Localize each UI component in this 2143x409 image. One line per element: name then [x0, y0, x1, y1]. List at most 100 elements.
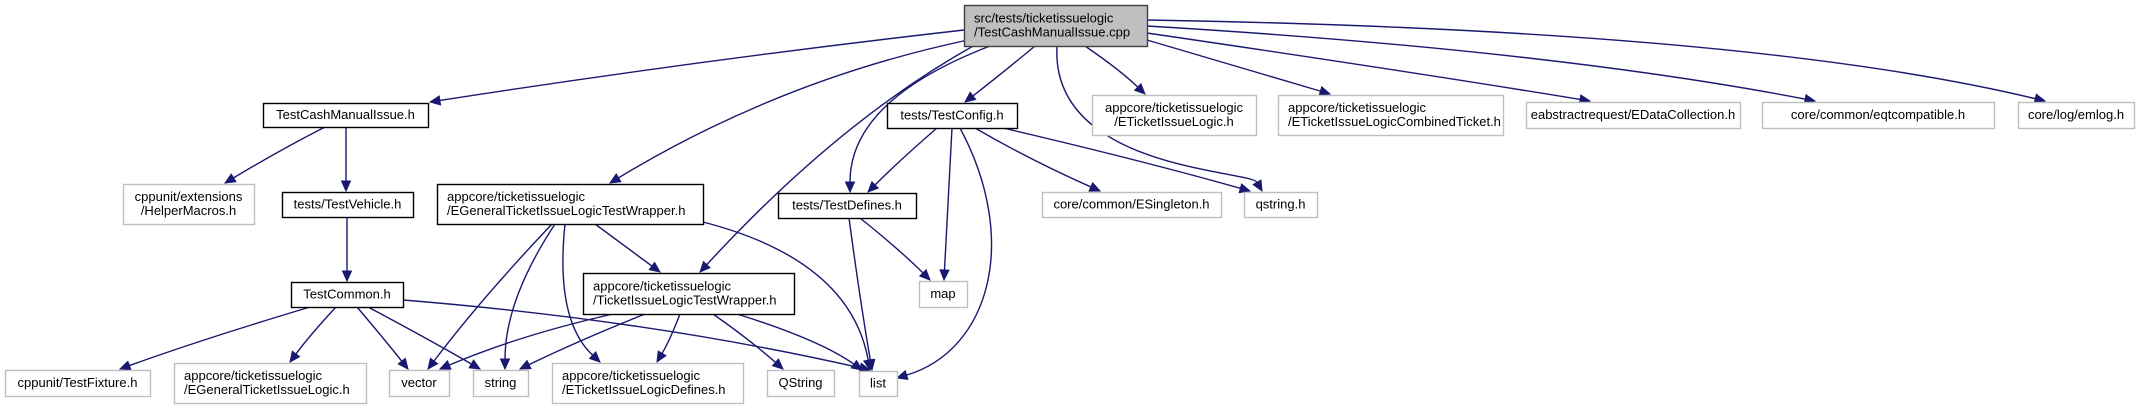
node-box[interactable] [777, 192, 918, 220]
edge-testwrapper_h-to-vector [438, 313, 614, 370]
edge-testcommon_h-to-string [367, 306, 482, 370]
node-egeneraltestwrapper-h[interactable]: appcore/ticketissuelogic/EGeneralTicketI… [436, 183, 705, 226]
node-box [918, 280, 969, 309]
arrowhead-icon [341, 270, 353, 283]
arrowhead-icon [340, 180, 352, 193]
node-label: /ETicketIssueLogicDefines.h [562, 382, 726, 397]
node-box[interactable] [886, 102, 1019, 130]
edge-line [1146, 39, 1321, 92]
node-box[interactable] [262, 102, 430, 129]
edge-egeneraltestwrapper_h-to-defines_h [562, 223, 601, 363]
edge-testcashmanualissue_h-to-helpermacros_h [223, 126, 326, 184]
node-testconfig-h[interactable]: tests/TestConfig.h [886, 102, 1019, 130]
edge-egeneraltestwrapper_h-to-testwrapper_h [594, 223, 661, 273]
edge-line [504, 223, 556, 360]
edge-line [706, 44, 976, 266]
edge-egeneraltestwrapper_h-to-vector [427, 223, 553, 370]
edge-line [712, 313, 776, 363]
arrowhead-icon [2033, 93, 2047, 104]
node-eqtcompatible-h: core/common/eqtcompatible.h [1761, 101, 1996, 130]
node-eticketissuelogic-h: appcore/ticketissuelogic/ETicketIssueLog… [1091, 94, 1258, 137]
edge-line [402, 299, 861, 369]
node-box [1761, 101, 1996, 130]
edge-line [943, 127, 953, 271]
node-label: appcore/ticketissuelogic [184, 368, 323, 383]
edge-line [433, 223, 553, 362]
node-esingleton-h: core/common/ESingleton.h [1041, 191, 1223, 219]
edge-line [594, 223, 653, 267]
node-label: appcore/ticketissuelogic [562, 368, 701, 383]
node-label: /HelperMacros.h [141, 203, 236, 218]
arrowhead-icon [844, 181, 856, 194]
node-label: appcore/ticketissuelogic [1288, 100, 1427, 115]
node-testwrapper-h[interactable]: appcore/ticketissuelogic/TicketIssueLogi… [582, 272, 796, 316]
arrowhead-icon [518, 359, 532, 370]
edge-testdefines_h-to-list [848, 217, 876, 372]
edge-testcommon_h-to-testfixture_h [118, 306, 311, 371]
node-testcommon-h[interactable]: TestCommon.h [290, 281, 405, 309]
node-box[interactable] [963, 4, 1149, 48]
edge-line [874, 127, 938, 186]
edge-line [562, 223, 594, 356]
node-box [2017, 101, 2136, 130]
node-label: appcore/ticketissuelogic [1105, 100, 1244, 115]
edge-line [859, 217, 924, 274]
edge-testcommon_h-to-vector [356, 306, 409, 370]
arrowhead-icon [289, 350, 301, 363]
node-QString: QString [766, 369, 836, 398]
node-label: tests/TestVehicle.h [294, 197, 402, 212]
edge-line [528, 313, 646, 366]
edge-testwrapper_h-to-list [736, 313, 863, 371]
arrowhead-icon [468, 359, 482, 370]
edge-root-to-testcashmanualissue_h [428, 29, 965, 106]
node-box [173, 362, 368, 405]
node-label: cppunit/extensions [135, 189, 243, 204]
node-box[interactable] [290, 281, 405, 309]
node-box [1277, 94, 1505, 137]
arrowhead-icon [608, 173, 622, 184]
edge-root-to-testconfig_h [964, 45, 1036, 103]
node-label: /TestCashManualIssue.cpp [974, 25, 1130, 40]
node-box[interactable] [436, 183, 705, 226]
node-root[interactable]: src/tests/ticketissuelogic/TestCashManua… [963, 4, 1149, 48]
node-label: tests/TestDefines.h [792, 198, 902, 213]
node-label: qstring.h [1256, 197, 1306, 212]
edge-line [295, 306, 337, 355]
arrowhead-icon [118, 360, 132, 371]
node-label: TestCashManualIssue.h [276, 107, 415, 122]
node-testdefines-h[interactable]: tests/TestDefines.h [777, 192, 918, 220]
node-edatacollection-h: eabstractrequest/EDataCollection.h [1525, 101, 1742, 130]
node-box [1041, 191, 1223, 219]
edge-line [702, 221, 869, 361]
edge-testwrapper_h-to-defines_h [656, 313, 681, 364]
edge-line [849, 45, 991, 183]
node-box [122, 183, 256, 226]
edge-line [1146, 25, 1806, 100]
edge-line [1146, 32, 1581, 101]
node-box [1243, 191, 1319, 219]
node-box[interactable] [582, 272, 796, 316]
node-label: string [485, 375, 517, 390]
node-box [472, 369, 530, 398]
edge-testconfig_h-to-esingleton_h [974, 127, 1102, 192]
arrowhead-icon [1088, 181, 1102, 192]
node-testvehicle-h[interactable]: tests/TestVehicle.h [281, 191, 415, 219]
arrowhead-icon [865, 358, 876, 372]
node-box[interactable] [281, 191, 415, 219]
arrowhead-icon [1252, 179, 1263, 193]
edge-testwrapper_h-to-QString [712, 313, 784, 370]
node-label: /ETicketIssueLogicCombinedTicket.h [1288, 114, 1501, 129]
node-testcashmanualissue-h[interactable]: TestCashManualIssue.h [262, 102, 430, 129]
nodes-layer: src/tests/ticketissuelogic/TestCashManua… [4, 4, 2136, 405]
edge-line [906, 127, 993, 376]
node-helpermacros-h: cppunit/extensions/HelperMacros.h [122, 183, 256, 226]
arrowhead-icon [895, 369, 909, 381]
arrowhead-icon [656, 350, 667, 364]
edge-root-to-eticketissuelogic_h [1084, 45, 1146, 95]
arrowhead-icon [428, 95, 442, 106]
node-label: src/tests/ticketissuelogic [974, 11, 1114, 26]
edge-line [1002, 127, 1241, 189]
node-box [1091, 94, 1258, 137]
node-label: /EGeneralTicketIssueLogic.h [184, 382, 350, 397]
